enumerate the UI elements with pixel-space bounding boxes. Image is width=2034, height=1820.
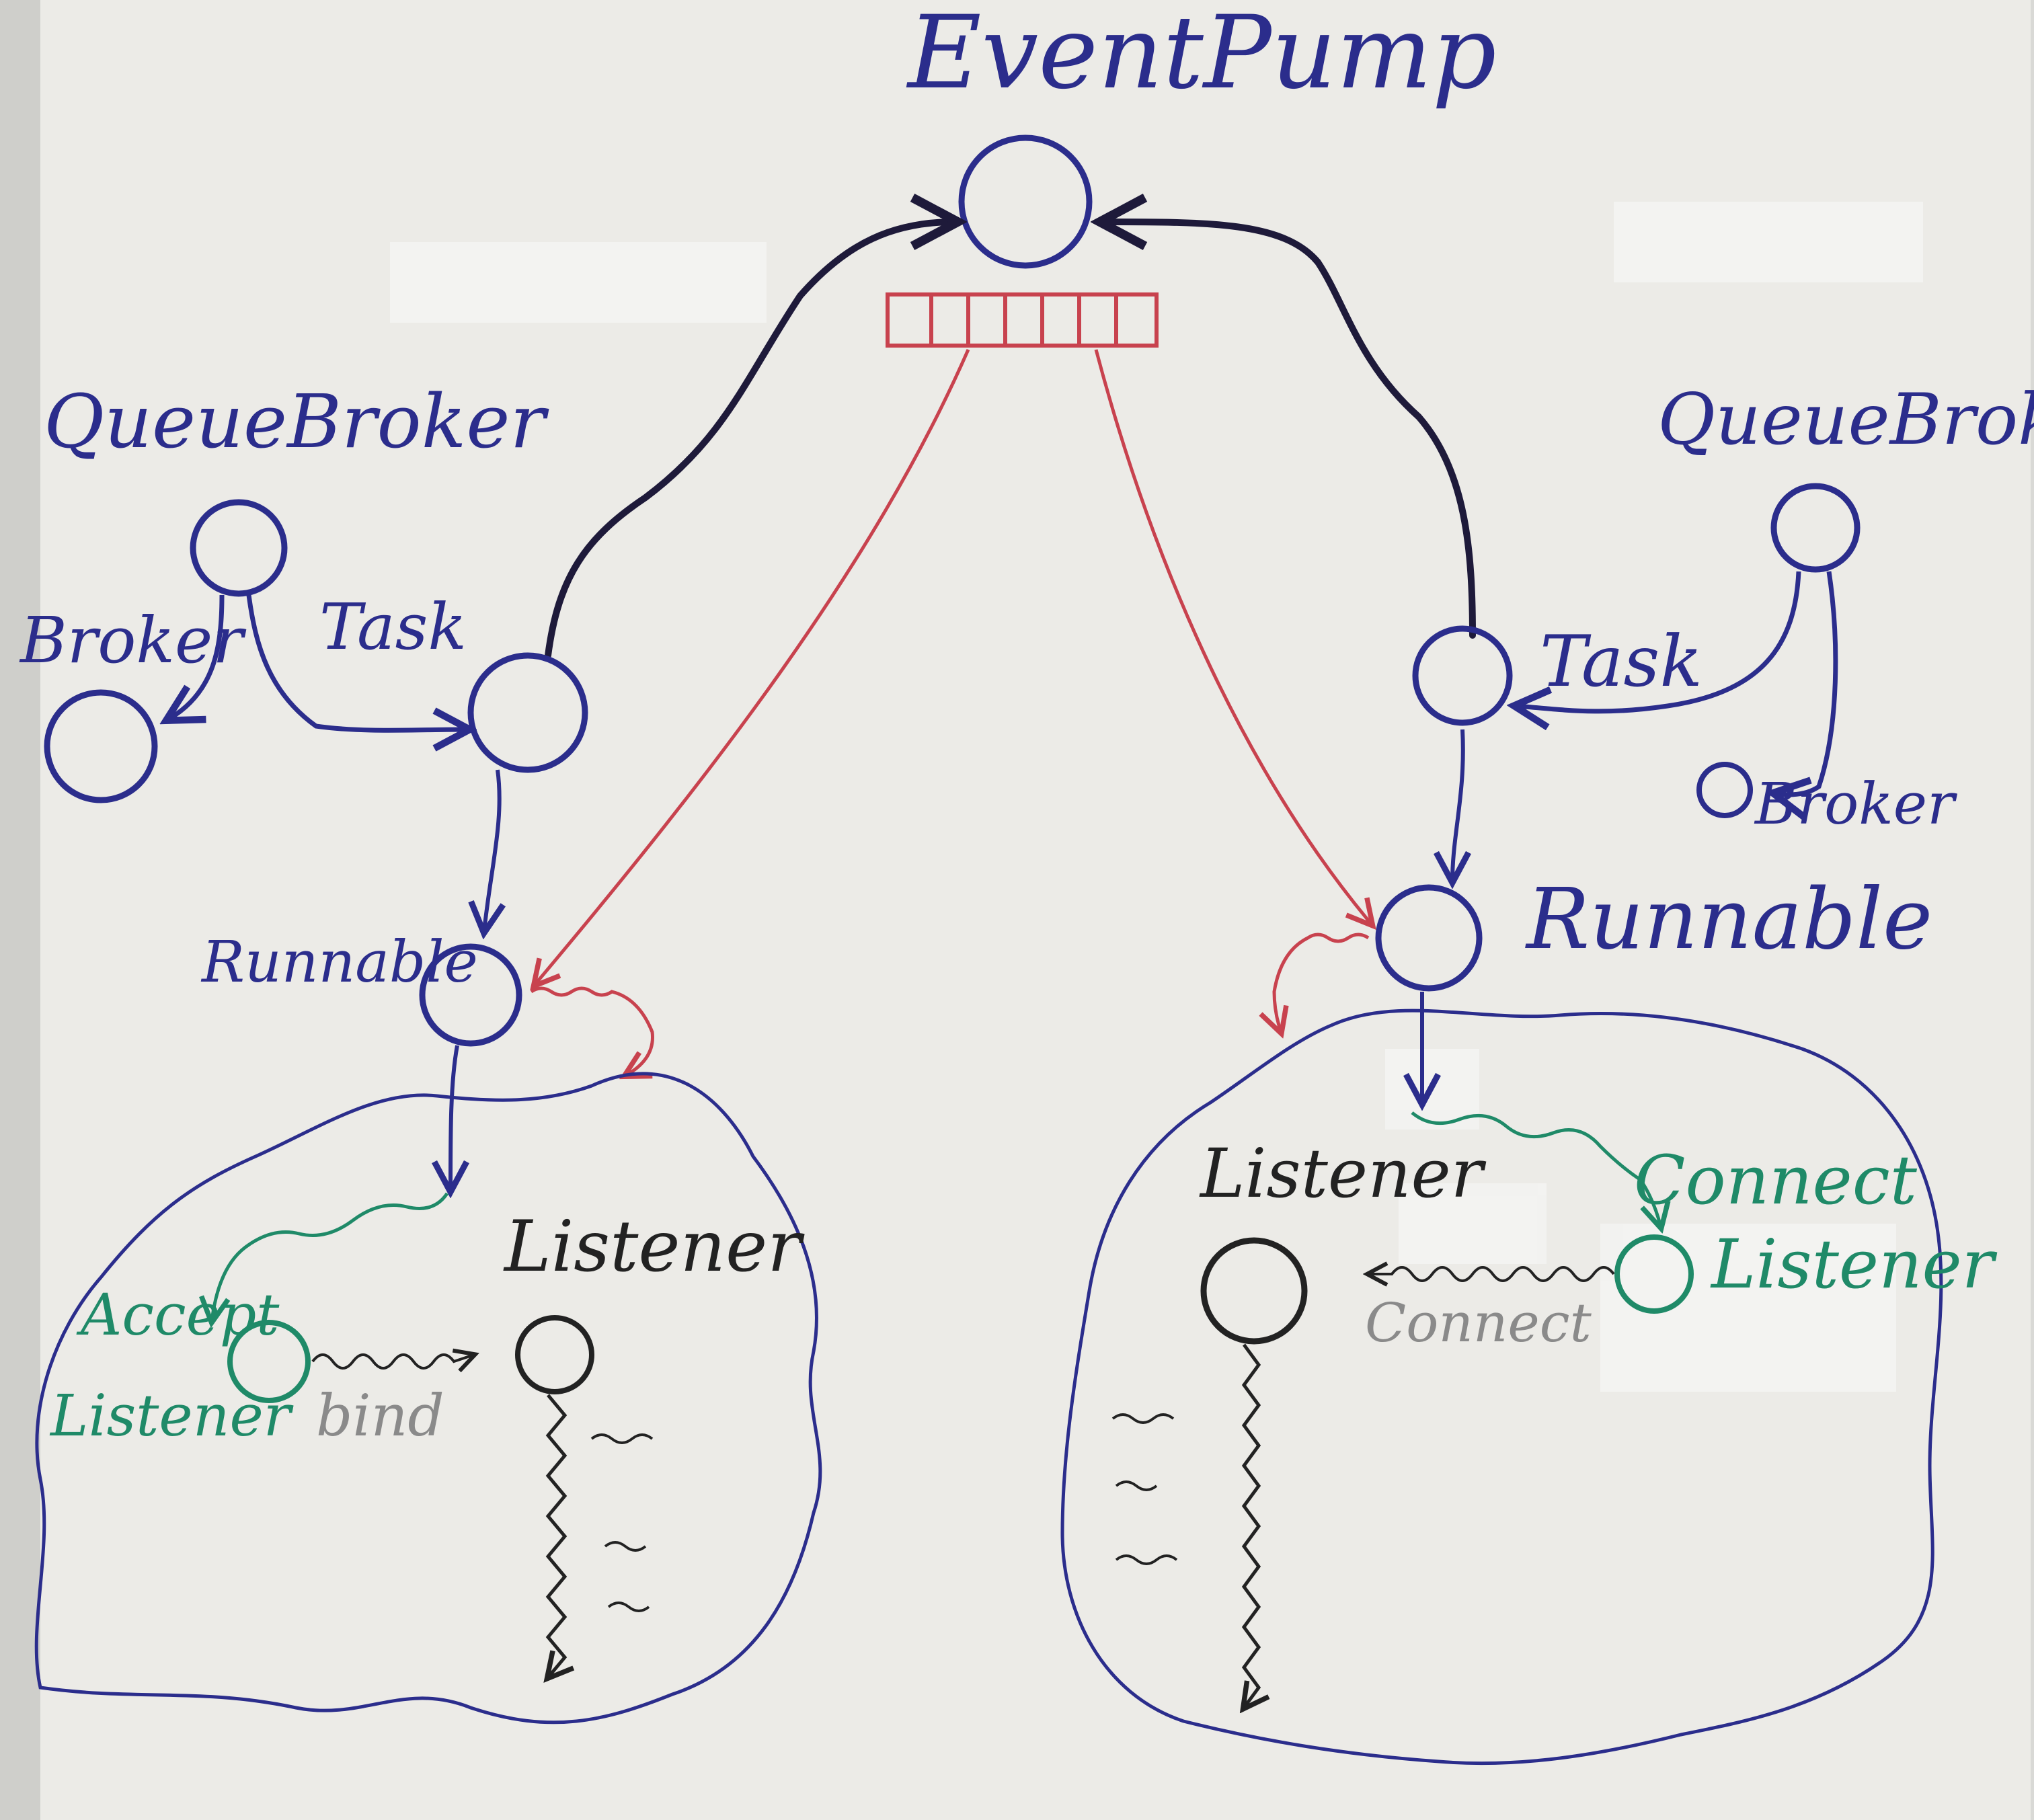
right-task-node — [1412, 625, 1513, 726]
right-connect-squiggle — [1368, 1267, 1615, 1281]
right-broker-label: Broker — [1754, 771, 1957, 838]
left-broker-node — [44, 689, 158, 803]
right-task-label: Task — [1540, 621, 1703, 703]
left-broker-label: Broker — [19, 604, 247, 678]
right-listener-label: Listener — [1199, 1134, 1487, 1213]
left-runnable-to-region-squiggle — [530, 986, 654, 1076]
right-listener-node — [1200, 1237, 1308, 1345]
left-listener-activity-marks — [590, 1433, 654, 1612]
left-queue-broker-label: QueueBroker — [44, 379, 549, 465]
paper-sheet — [40, 0, 2031, 1820]
event-queue — [886, 292, 1159, 348]
right-runnable-to-region-squiggle — [1274, 933, 1370, 1032]
left-accept-listener-node — [227, 1320, 311, 1403]
right-listener-activity-marks — [1111, 1413, 1178, 1565]
event-pump-label: EventPump — [906, 0, 1497, 112]
right-runnable-label: Runnable — [1525, 871, 1932, 968]
right-queue-broker-to-task-arrow — [1516, 571, 1801, 711]
left-task-to-pump-arrow — [545, 222, 955, 659]
queue-to-left-runnable-arrow — [535, 348, 970, 985]
right-task-to-runnable-arrow — [1452, 729, 1463, 881]
left-bind-squiggle — [311, 1355, 474, 1368]
right-queue-broker-label: QueueBroker — [1657, 379, 2034, 461]
queue-broker-to-broker-arrow — [168, 594, 225, 719]
left-listener-node — [515, 1315, 594, 1394]
queue-to-right-runnable-arrow — [1094, 349, 1372, 924]
right-connect-listener-node — [1614, 1234, 1694, 1314]
right-broker-node — [1696, 762, 1753, 818]
right-connect-label: Connect — [1365, 1292, 1592, 1354]
right-connect-listener-label-line1: Connect — [1634, 1141, 1918, 1220]
right-task-to-pump-arrow — [1103, 222, 1476, 639]
left-accept-listener-label-line2: Listener — [49, 1383, 294, 1450]
left-listener-region — [34, 1072, 822, 1725]
left-runnable-node — [419, 943, 522, 1047]
left-listener-label: Listener — [503, 1205, 805, 1288]
right-listener-thread-zigzag — [1244, 1343, 1259, 1708]
left-task-label: Task — [319, 590, 467, 664]
right-connect-listener-label-line2: Listener — [1710, 1225, 1998, 1304]
right-runnable-to-connect-listener-arrow — [1411, 1111, 1661, 1227]
paper-left-shadow — [0, 0, 40, 1820]
left-bind-label: bind — [316, 1383, 444, 1450]
left-runnable-to-region-arrow — [451, 1045, 457, 1190]
left-runnable-to-accept-listener-arrow — [212, 1192, 449, 1321]
left-queue-broker-node — [190, 499, 288, 597]
left-accept-listener-label-line1: Accept — [76, 1282, 280, 1349]
right-listener-region — [1060, 1008, 1943, 1766]
right-queue-broker-node — [1770, 483, 1861, 573]
right-runnable-node — [1375, 884, 1483, 992]
queue-broker-to-task-arrow — [246, 594, 467, 730]
left-listener-thread-zigzag — [548, 1394, 565, 1677]
task-to-runnable-arrow — [484, 769, 500, 931]
right-queue-broker-to-broker-arrow — [1775, 571, 1838, 795]
tape-strips — [390, 202, 1923, 1392]
